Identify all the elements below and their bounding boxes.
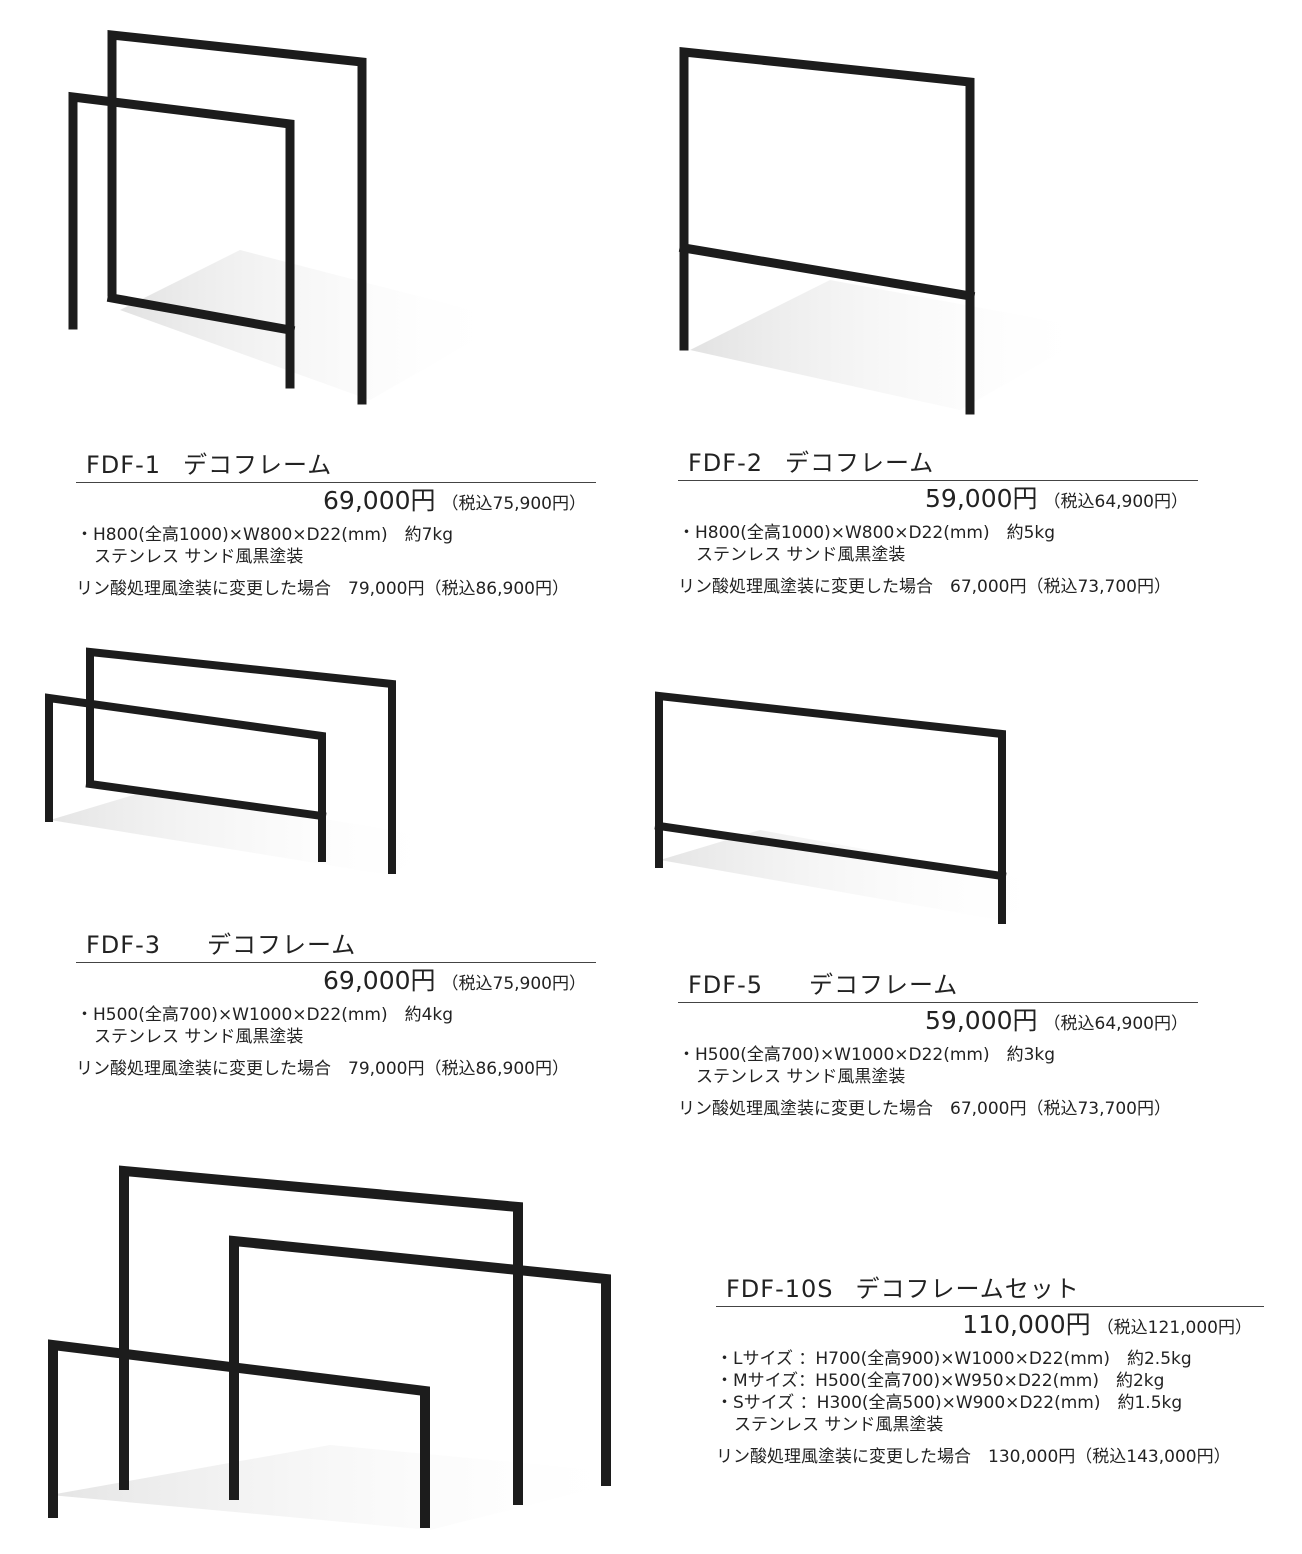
product-image-fdf-2 — [660, 30, 1180, 430]
spec-list: ・H800(全高1000)×W800×D22(mm) 約7kg ステンレス サン… — [76, 524, 596, 568]
price-tax-included: （税込75,900円） — [441, 494, 586, 514]
product-card-fdf-10s: FDF-10S デコフレームセット 110,000円（税込121,000円） ・L… — [716, 1274, 1264, 1468]
product-code: FDF-1 — [86, 451, 162, 479]
title-divider — [678, 480, 1198, 481]
title-divider — [76, 962, 596, 963]
product-image-fdf-5 — [640, 680, 1060, 930]
spec-line: ・H500(全高700)×W1000×D22(mm) 約3kg — [678, 1045, 1056, 1065]
spec-line-m-size: ・Mサイズ：H500(全高700)×W950×D22(mm) 約2kg — [716, 1371, 1165, 1391]
product-name: デコフレームセット — [855, 1275, 1080, 1303]
spec-line-s-size: ・Sサイズ ：H300(全高500)×W900×D22(mm) 約1.5kg — [716, 1393, 1183, 1413]
price-tax-included: （税込64,900円） — [1043, 1014, 1188, 1034]
price: 59,000円（税込64,900円） — [678, 483, 1198, 518]
product-name: デコフレーム — [809, 971, 959, 999]
spec-line: ・H800(全高1000)×W800×D22(mm) 約5kg — [678, 523, 1056, 543]
spec-list: ・Lサイズ ：H700(全高900)×W1000×D22(mm) 約2.5kg … — [716, 1348, 1264, 1436]
product-code: FDF-3 — [86, 931, 162, 959]
spec-line-l-size: ・Lサイズ ：H700(全高900)×W1000×D22(mm) 約2.5kg — [716, 1349, 1192, 1369]
price-value: 110,000円 — [962, 1310, 1091, 1339]
product-title: FDF-10S デコフレームセット — [716, 1274, 1264, 1304]
spec-line: ・H500(全高700)×W1000×D22(mm) 約4kg — [76, 1005, 454, 1025]
price: 69,000円（税込75,900円） — [76, 485, 596, 520]
price-tax-included: （税込75,900円） — [441, 974, 586, 994]
spec-line: ・H800(全高1000)×W800×D22(mm) 約7kg — [76, 525, 454, 545]
material: ステンレス サンド風黒塗装 — [94, 547, 304, 567]
price-tax-included: （税込64,900円） — [1043, 492, 1188, 512]
product-code: FDF-5 — [688, 971, 764, 999]
alternate-finish-price: リン酸処理風塗装に変更した場合 79,000円（税込86,900円） — [76, 1059, 569, 1079]
product-code: FDF-2 — [688, 449, 764, 477]
product-name: デコフレーム — [785, 449, 935, 477]
material: ステンレス サンド風黒塗装 — [696, 545, 906, 565]
alternate-finish-price: リン酸処理風塗装に変更した場合 67,000円（税込73,700円） — [678, 1099, 1171, 1119]
price-value: 69,000円 — [323, 966, 436, 995]
spec-list: ・H800(全高1000)×W800×D22(mm) 約5kg ステンレス サン… — [678, 522, 1198, 566]
price-value: 69,000円 — [323, 486, 436, 515]
spec-list: ・H500(全高700)×W1000×D22(mm) 約4kg ステンレス サン… — [76, 1004, 596, 1048]
price: 69,000円（税込75,900円） — [76, 965, 596, 1000]
price-value: 59,000円 — [925, 484, 1038, 513]
material: ステンレス サンド風黒塗装 — [94, 1027, 304, 1047]
material: ステンレス サンド風黒塗装 — [696, 1067, 906, 1087]
product-image-fdf-3 — [30, 640, 490, 890]
price: 110,000円（税込121,000円） — [716, 1309, 1264, 1344]
product-title: FDF-5 デコフレーム — [678, 970, 1198, 1000]
price: 59,000円（税込64,900円） — [678, 1005, 1198, 1040]
product-name: デコフレーム — [207, 931, 357, 959]
alternate-finish-price: リン酸処理風塗装に変更した場合 67,000円（税込73,700円） — [678, 577, 1171, 597]
price-tax-included: （税込121,000円） — [1096, 1318, 1252, 1338]
title-divider — [76, 482, 596, 483]
product-name: デコフレーム — [183, 451, 333, 479]
product-title: FDF-3 デコフレーム — [76, 930, 596, 960]
title-divider — [716, 1306, 1264, 1307]
material: ステンレス サンド風黒塗装 — [734, 1415, 944, 1435]
product-title: FDF-2 デコフレーム — [678, 448, 1198, 478]
product-card-fdf-2: FDF-2 デコフレーム 59,000円（税込64,900円） ・H800(全高1… — [678, 448, 1198, 598]
product-card-fdf-1: FDF-1 デコフレーム 69,000円（税込75,900円） ・H800(全高1… — [76, 450, 596, 600]
alternate-finish-price: リン酸処理風塗装に変更した場合 130,000円（税込143,000円） — [716, 1447, 1231, 1467]
product-title: FDF-1 デコフレーム — [76, 450, 596, 480]
product-card-fdf-5: FDF-5 デコフレーム 59,000円（税込64,900円） ・H500(全高7… — [678, 970, 1198, 1120]
product-image-fdf-10s — [30, 1155, 670, 1545]
product-code: FDF-10S — [726, 1275, 834, 1303]
price-value: 59,000円 — [925, 1006, 1038, 1035]
product-image-fdf-1 — [40, 20, 560, 420]
spec-list: ・H500(全高700)×W1000×D22(mm) 約3kg ステンレス サン… — [678, 1044, 1198, 1088]
alternate-finish-price: リン酸処理風塗装に変更した場合 79,000円（税込86,900円） — [76, 579, 569, 599]
product-card-fdf-3: FDF-3 デコフレーム 69,000円（税込75,900円） ・H500(全高7… — [76, 930, 596, 1080]
title-divider — [678, 1002, 1198, 1003]
